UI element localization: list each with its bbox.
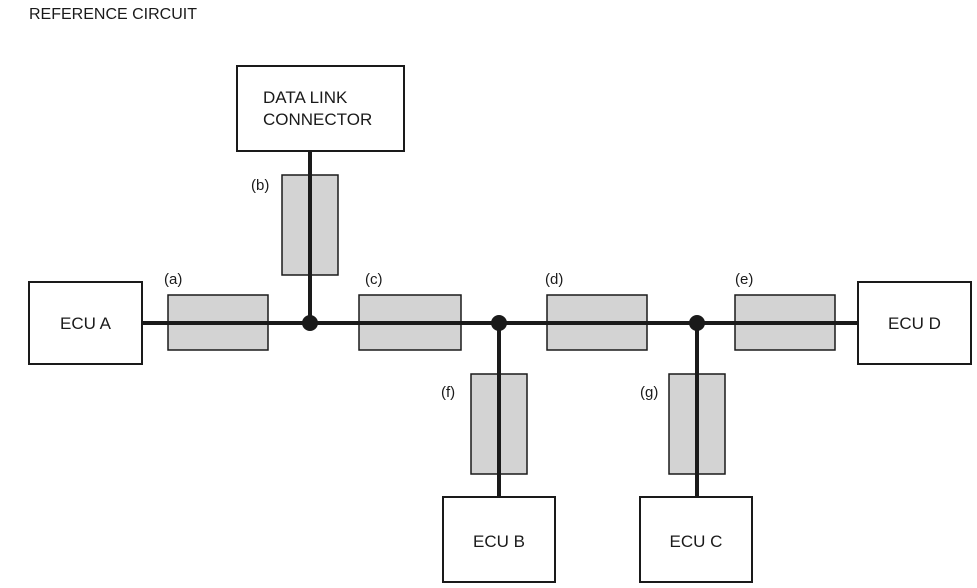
segment-c-label: (c) — [365, 271, 383, 288]
ecu-c-label: ECU C — [670, 532, 723, 551]
segment-e-label: (e) — [735, 271, 753, 288]
ecu-d-label: ECU D — [888, 314, 941, 333]
segment-d-label: (d) — [545, 271, 563, 288]
segment-f-label: (f) — [441, 384, 455, 401]
junction-node-dlc — [302, 315, 318, 331]
segment-g-label: (g) — [640, 384, 658, 401]
junction-node-ecu-c — [689, 315, 705, 331]
data-link-connector-box — [236, 65, 405, 152]
ecu-d-box — [857, 281, 972, 365]
wire-through-segments — [168, 175, 835, 474]
ecu-b-block: ECU B — [442, 496, 556, 583]
ecu-d-block: ECU D — [857, 281, 972, 365]
ecu-c-box — [639, 496, 753, 583]
ecu-a-box — [28, 281, 143, 365]
ecu-a-label: ECU A — [60, 314, 112, 333]
segment-labels: (a) (b) (c) (d) (e) (f) (g) — [164, 177, 753, 401]
segment-b-label: (b) — [251, 177, 269, 194]
segment-a-label: (a) — [164, 271, 182, 288]
diagram-title: REFERENCE CIRCUIT — [29, 6, 197, 23]
ecu-c-block: ECU C — [639, 496, 753, 583]
data-link-connector-label-line1: DATA LINK — [263, 88, 348, 107]
ecu-a-block: ECU A — [28, 281, 143, 365]
data-link-connector-block: DATA LINK CONNECTOR — [236, 65, 405, 152]
junction-node-ecu-b — [491, 315, 507, 331]
junction-nodes — [302, 315, 705, 331]
ecu-b-label: ECU B — [473, 532, 525, 551]
data-link-connector-label-line2: CONNECTOR — [263, 110, 372, 129]
ecu-b-box — [442, 496, 556, 583]
